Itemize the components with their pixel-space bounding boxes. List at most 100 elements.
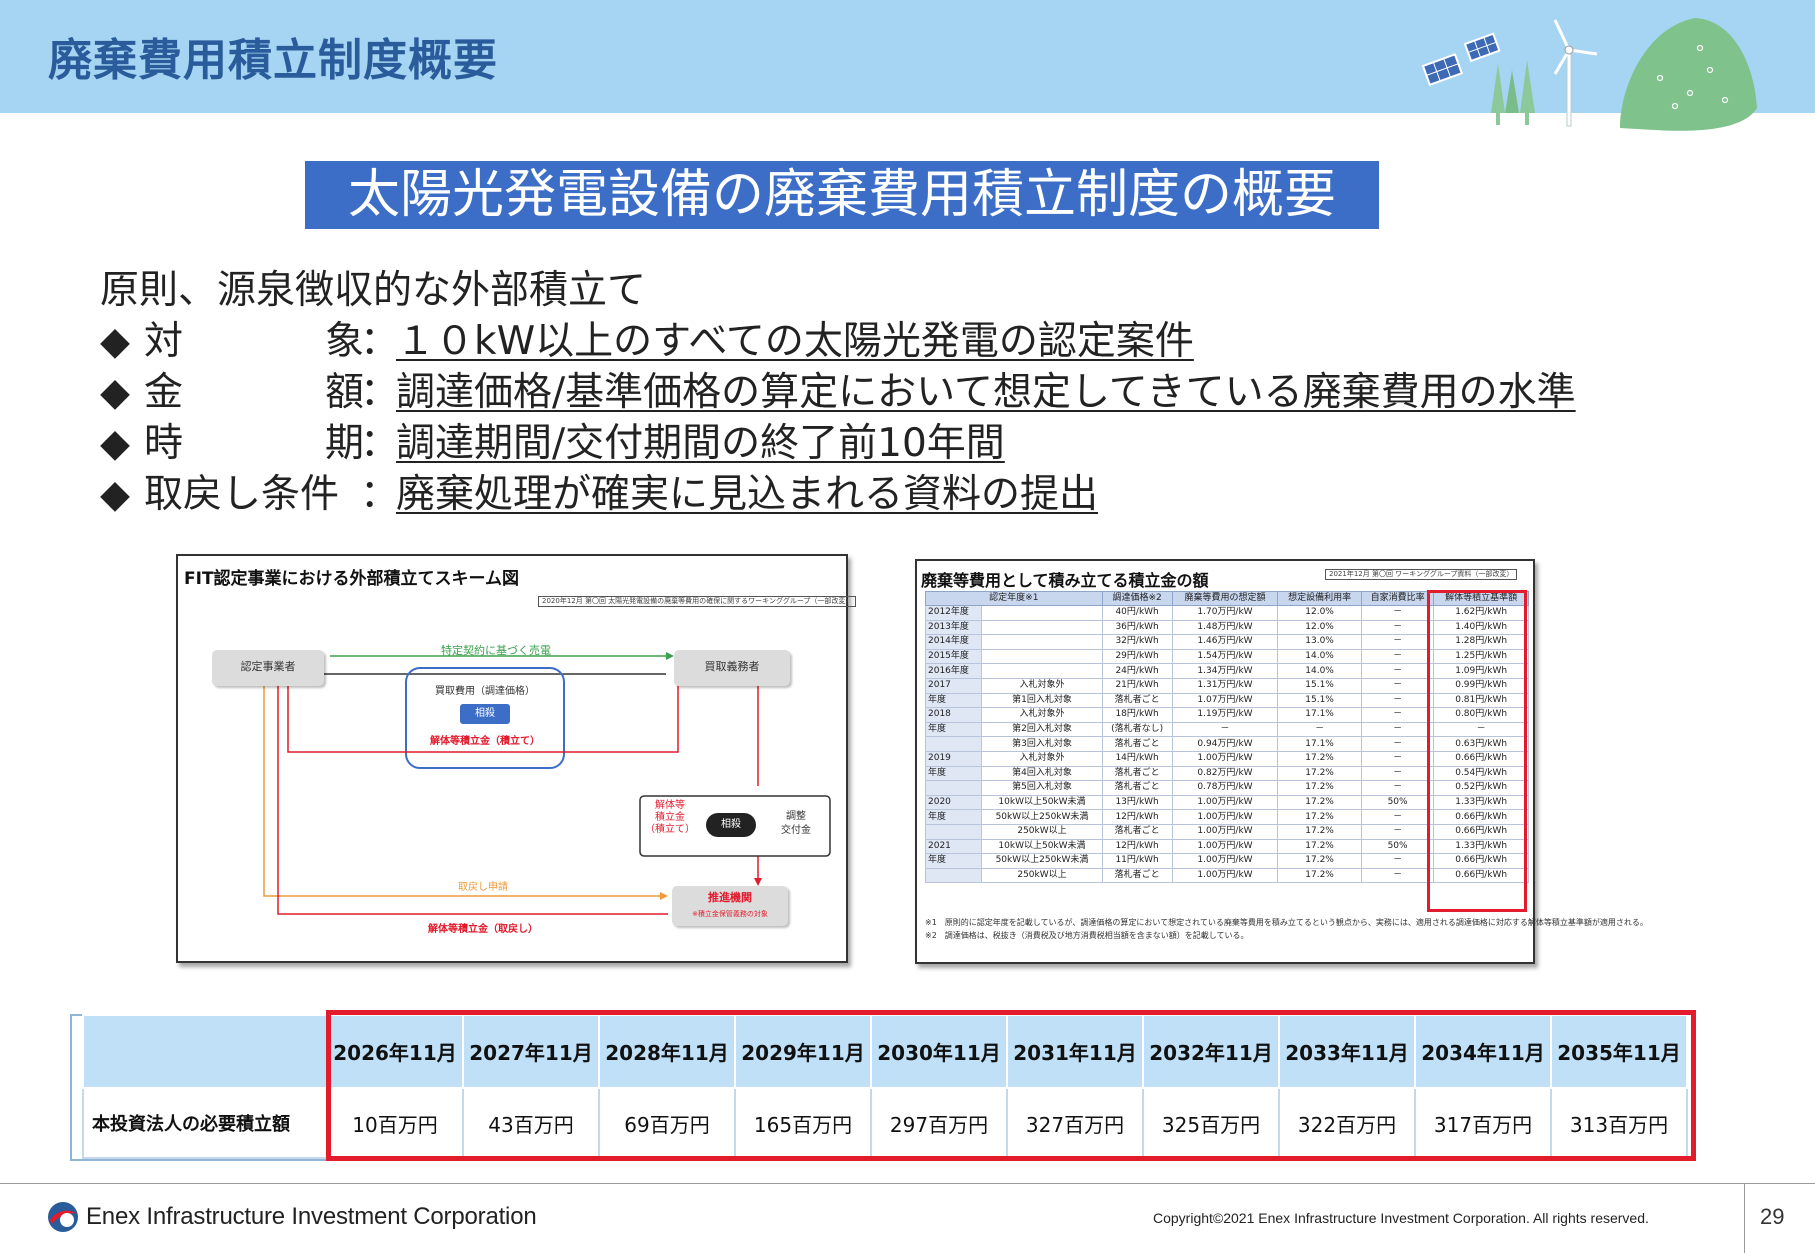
reserve-cell [924,823,983,840]
reserve-cell: 14円/kWh [1101,750,1173,767]
reserve-cell: 17.2% [1277,765,1362,782]
amount-highlight-frame [326,1010,1696,1161]
reserve-cell: 第5回入札対象 [981,780,1103,796]
reserve-cell: 1.00万円/kW [1171,809,1279,825]
reserve-cell: － [1360,765,1435,782]
company-logo-icon [48,1202,78,1232]
reserve-cell: 36円/kWh [1101,619,1173,636]
reserve-cell: 17.2% [1277,780,1362,796]
reserve-cell: 17.2% [1277,750,1362,767]
reserve-cell [981,605,1103,621]
certified-operator-box: 認定事業者 [212,650,324,686]
reserve-table-header: 認定年度※1 調達価格※2 廃棄等費用の想定額 想定設備利用率 自家消費比率 解… [925,591,1529,606]
year-cell: 2034年11月 [1414,1014,1552,1089]
reserve-cell: 0.81円/kWh [1433,692,1529,709]
reserve-cell [981,663,1103,679]
section-banner: 太陽光発電設備の廃棄費用積立制度の概要 [305,161,1379,229]
reserve-cell: 14.0% [1277,663,1362,679]
year-cell: 2028年11月 [598,1014,736,1089]
reserve-cell: － [1360,780,1435,796]
year-cell: 2032年11月 [1142,1014,1280,1089]
reserve-cell: 年度 [924,692,983,709]
reserve-cell: 29円/kWh [1101,648,1173,665]
reserve-cell: 第2回入札対象 [981,721,1103,738]
reserve-cell: 17.2% [1277,809,1362,825]
principle-text: 原則、源泉徴収的な外部積立て [100,268,647,313]
reserve-cell: － [1360,867,1435,884]
reserve-cell: 落札者ごと [1101,736,1173,752]
reserve-cell: 21円/kWh [1101,677,1173,694]
reserve-cell: 落札者ごと [1101,765,1173,782]
reserve-cell: 12.0% [1277,619,1362,636]
year-cell: 2031年11月 [1006,1014,1144,1089]
reserve-cell: 12.0% [1277,605,1362,621]
reserve-cell: － [1360,692,1435,709]
reserve-cell: 11円/kWh [1101,853,1173,869]
reserve-cell: 2012年度 [924,605,983,621]
reserve-cell: 10kW以上50kW未満 [981,838,1103,855]
amount-cell: 327百万円 [1006,1087,1144,1159]
year-cell: 2033年11月 [1278,1014,1416,1089]
reserve-cell: － [1360,648,1435,665]
reserve-cell: 40円/kWh [1101,605,1173,621]
contract-label: 特定契約に基づく売電 [441,644,551,657]
diamond-icon: ◆ [100,421,130,466]
reserve-cell: 落札者ごと [1101,867,1173,884]
scheme-title: FIT認定事業における外部積立てスキーム図 [184,569,520,589]
amount-cell: 322百万円 [1278,1087,1416,1159]
reserve-column-highlight [1427,590,1527,912]
bullet-label: 時 期 [144,421,364,466]
reserve-cell: 1.54万円/kW [1171,648,1279,665]
reserve-cell: 入札対象外 [981,750,1103,767]
reserve-cell: 第4回入札対象 [981,765,1103,782]
amount-row: 本投資法人の必要積立額 10百万円 43百万円 69百万円 165百万円 297… [82,1087,1688,1159]
reserve-cell: 第1回入札対象 [981,692,1103,709]
reserve-cell: 0.66円/kWh [1433,867,1529,884]
reserve-cell: 32円/kWh [1101,634,1173,650]
reserve-cell: 0.94万円/kW [1171,736,1279,752]
buyer-box: 買取義務者 [674,650,790,686]
page-number: 29 [1760,1204,1785,1229]
reserve-cell: 17.1% [1277,736,1362,752]
reserve-cell: 250kW以上 [981,867,1103,884]
reserve-cell: 第3回入札対象 [981,736,1103,752]
reserve-cell: 1.00万円/kW [1171,823,1279,840]
table-corner [82,1014,328,1089]
reserve-cell: 50kW以上250kW未満 [981,809,1103,825]
reserve-cell: － [1360,823,1435,840]
reserve-cell: 1.00万円/kW [1171,750,1279,767]
header-band: 廃棄費用積立制度概要 [0,0,1815,131]
diamond-icon: ◆ [100,472,130,517]
bullet-label: 取戻し条件 [144,472,340,517]
reserve-cell: 2018 [924,707,983,723]
year-cell: 2035年11月 [1550,1014,1688,1089]
bullet-value: 廃棄処理が確実に見込まれる資料の提出 [396,472,1099,517]
reserve-cell: 12円/kWh [1101,809,1173,825]
reserve-cell: 2016年度 [924,663,983,679]
reserve-cell: 17.2% [1277,867,1362,884]
return-label: 解体等積立金（取戻し） [428,924,538,935]
reserve-cell: 年度 [924,809,983,825]
diamond-icon: ◆ [100,319,130,364]
reserve-amount-figure: 廃棄等費用として積み立てる積立金の額 2021年12月 第〇回 ワーキンググルー… [915,559,1648,964]
reserve-cell: 17.2% [1277,794,1362,811]
reserve-cell: － [1360,634,1435,650]
adjust-grant-label: 調整 交付金 [781,811,811,836]
reserve-cell: 1.00万円/kW [1171,838,1279,855]
reserve-cell: 入札対象外 [981,707,1103,723]
reserve-cell: 17.2% [1277,823,1362,840]
reserve-cell [981,634,1103,650]
company-name: Enex Infrastructure Investment Corporati… [86,1203,537,1230]
reserve-cell: 1.07万円/kW [1171,692,1279,709]
reserve-cell: 1.00万円/kW [1171,853,1279,869]
offset-badge: 相殺 [460,704,510,724]
reserve-cell: － [1360,663,1435,679]
reserve-source-note: 2021年12月 第〇回 ワーキンググループ資料（一部改変） [1325,569,1518,580]
year-header-row: 2026年11月 2027年11月 2028年11月 2029年11月 2030… [82,1014,1688,1089]
year-cell: 2027年11月 [462,1014,600,1089]
